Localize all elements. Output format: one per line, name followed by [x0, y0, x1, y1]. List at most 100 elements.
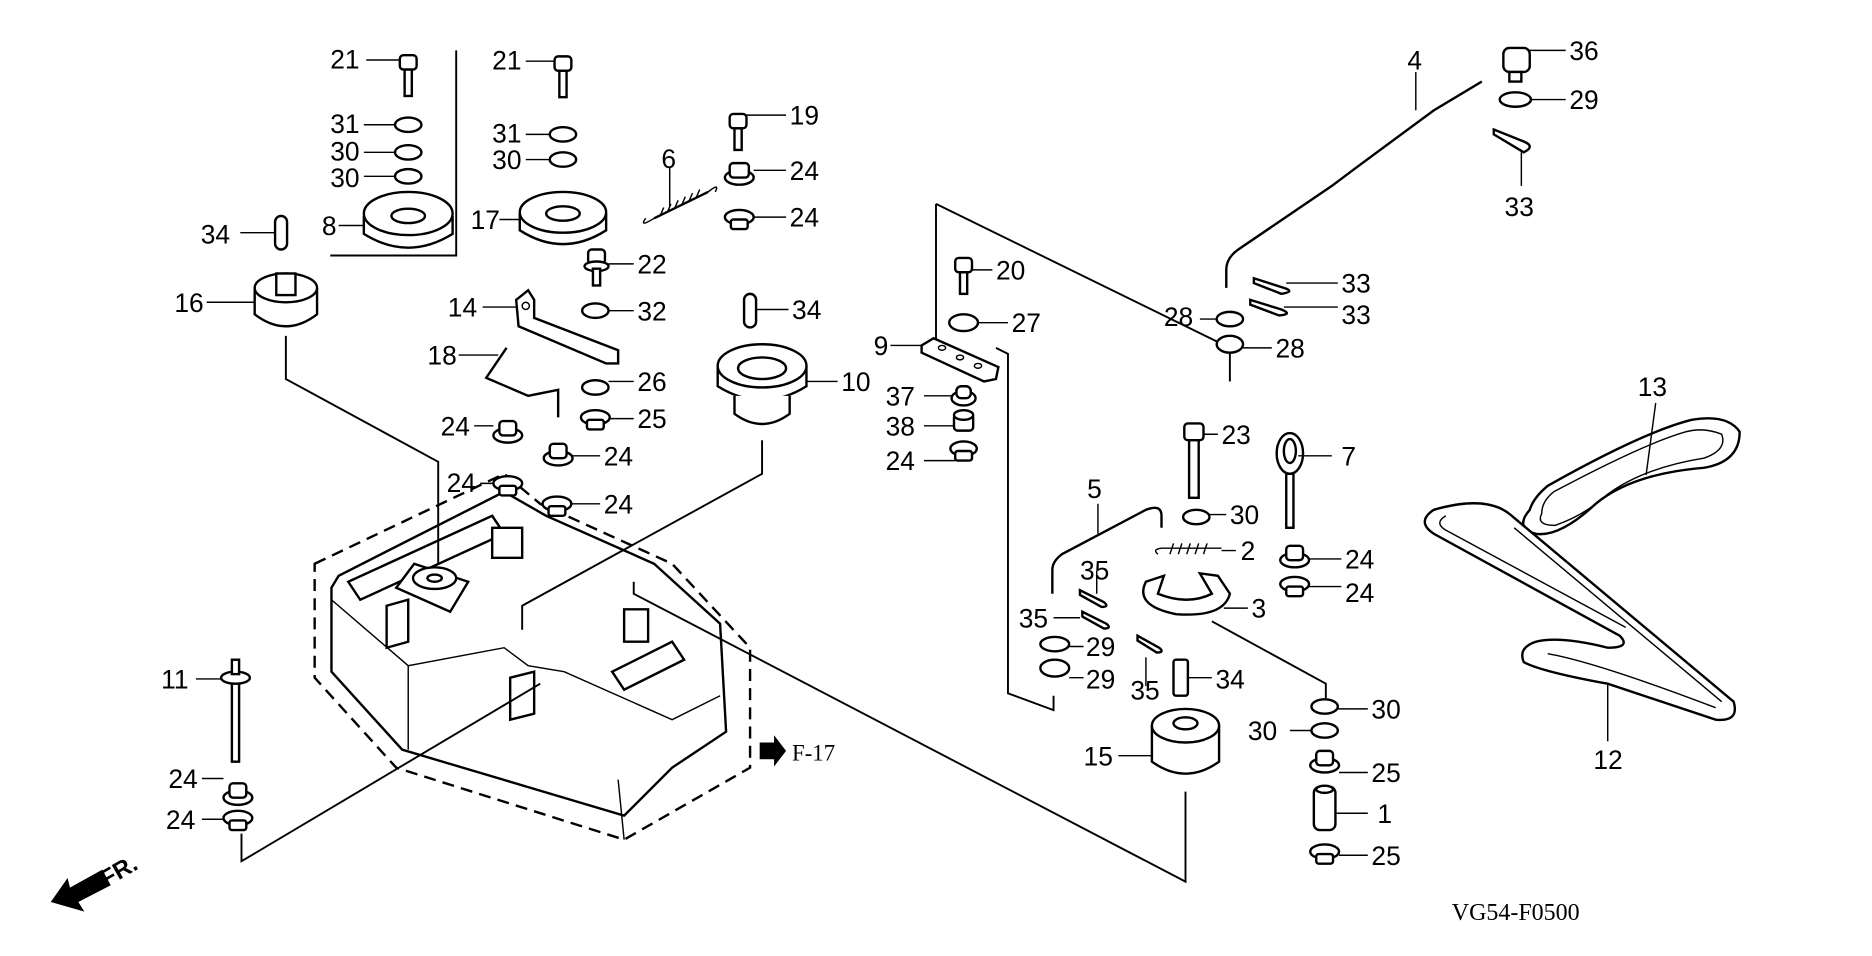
part-34-key-c: [1172, 658, 1190, 697]
part-30-washer-d: [1181, 508, 1211, 526]
callout-12: 12: [1593, 745, 1622, 775]
part-34-key-a: [273, 214, 289, 251]
part-24-nut-f: [541, 495, 573, 517]
part-24-nut-c: [492, 419, 524, 444]
callout-2: 2: [1241, 536, 1256, 566]
callout-24: 24: [790, 156, 819, 186]
part-10-pulley: [716, 343, 808, 426]
callout-7: 7: [1341, 441, 1356, 471]
part-33-clip-a: [1492, 127, 1531, 154]
callout-30: 30: [1371, 694, 1400, 724]
part-26-washer: [580, 379, 610, 396]
callout-30: 30: [1230, 500, 1259, 530]
callout-25: 25: [637, 404, 666, 434]
part-15-pulley: [1150, 707, 1221, 775]
callout-8: 8: [322, 211, 337, 241]
part-33-clip-c: [1249, 298, 1289, 317]
part-3-belt-guide: [1142, 571, 1232, 616]
part-31-lock-washer-a: [393, 116, 423, 134]
callout-20: 20: [996, 255, 1025, 285]
part-24-nut-h: [1279, 544, 1311, 569]
callout-34: 34: [792, 295, 821, 325]
callout-35: 35: [1080, 555, 1109, 585]
callout-27: 27: [1012, 308, 1041, 338]
callout-35: 35: [1019, 603, 1048, 633]
part-24-nut-j: [222, 782, 254, 807]
part-36-joint: [1502, 46, 1531, 83]
callout-leaders: [195, 49, 1657, 856]
callout-24: 24: [886, 446, 915, 476]
part-5-arm: [1051, 506, 1163, 594]
callout-31: 31: [330, 109, 359, 139]
part-1-collar: [1312, 784, 1337, 832]
mower-deck: [313, 472, 752, 841]
callout-25: 25: [1371, 841, 1400, 871]
callout-10: 10: [841, 367, 870, 397]
part-24-nut-k: [222, 809, 254, 832]
callout-29: 29: [1086, 665, 1115, 695]
callout-33: 33: [1341, 300, 1370, 330]
part-11-stud-bolt: [219, 658, 252, 763]
part-29-washer-c: [1039, 658, 1071, 678]
callout-18: 18: [427, 341, 456, 371]
callout-26: 26: [637, 367, 666, 397]
callout-34: 34: [1215, 665, 1244, 695]
callout-29: 29: [1569, 85, 1598, 115]
callout-3: 3: [1251, 594, 1266, 624]
callout-labels: 21 31 30 30 8 34 16 21 31 30 17 6 19 24 …: [161, 36, 1667, 871]
part-37-nut: [950, 385, 977, 407]
callout-24: 24: [1345, 578, 1374, 608]
part-22-bolt: [583, 248, 610, 287]
part-35-cotter-pin-a: [1078, 588, 1108, 609]
part-32-washer: [580, 302, 610, 320]
part-27-washer: [947, 313, 980, 333]
part-8-idler-pulley: [362, 190, 454, 249]
callout-24: 24: [604, 441, 633, 471]
part-34-key-b: [742, 292, 758, 329]
part-9-plate: [920, 336, 1000, 383]
callout-14: 14: [448, 293, 477, 323]
reference-label[interactable]: F-17: [792, 740, 835, 765]
diagram-code: VG54-F0500: [1452, 900, 1580, 926]
callout-32: 32: [637, 296, 666, 326]
reference-f17[interactable]: F-17: [759, 735, 835, 767]
part-35-cotter-pin-b: [1081, 609, 1110, 630]
part-25-nut-c: [1309, 843, 1341, 865]
part-19-bolt: [728, 112, 748, 152]
callout-24: 24: [1345, 545, 1374, 575]
callout-28: 28: [1164, 302, 1193, 332]
part-30-washer-c: [548, 151, 578, 168]
front-arrow-icon: [50, 869, 111, 912]
callout-6: 6: [661, 144, 676, 174]
callout-11: 11: [161, 665, 188, 695]
part-16-pulley: [253, 272, 319, 328]
callout-5: 5: [1087, 474, 1102, 504]
callout-30: 30: [1248, 716, 1277, 746]
callout-4: 4: [1407, 46, 1422, 76]
part-14-bracket: [514, 288, 620, 365]
part-24-nut-g: [949, 440, 978, 462]
callout-25: 25: [1371, 758, 1400, 788]
part-31-lock-washer-b: [548, 125, 578, 143]
part-21-bolt-b: [553, 55, 573, 99]
callout-28: 28: [1275, 333, 1304, 363]
part-29-washer-b: [1039, 635, 1071, 653]
callout-38: 38: [886, 411, 915, 441]
part-24-nut-d: [542, 442, 574, 467]
part-25-nut-b: [1309, 749, 1341, 774]
part-24-nut-e: [492, 475, 524, 497]
callout-35: 35: [1130, 675, 1159, 705]
part-24-nut-a: [723, 161, 755, 186]
part-28-washer-a: [1215, 310, 1245, 328]
callout-31: 31: [492, 119, 521, 149]
callout-15: 15: [1084, 741, 1113, 771]
callout-30: 30: [330, 163, 359, 193]
part-12-belt: [1423, 502, 1736, 722]
callout-24: 24: [168, 764, 197, 794]
part-13-belt: [1522, 417, 1741, 536]
callout-24: 24: [441, 411, 470, 441]
part-38-collar: [952, 409, 975, 432]
callout-9: 9: [874, 331, 889, 361]
callout-30: 30: [492, 145, 521, 175]
